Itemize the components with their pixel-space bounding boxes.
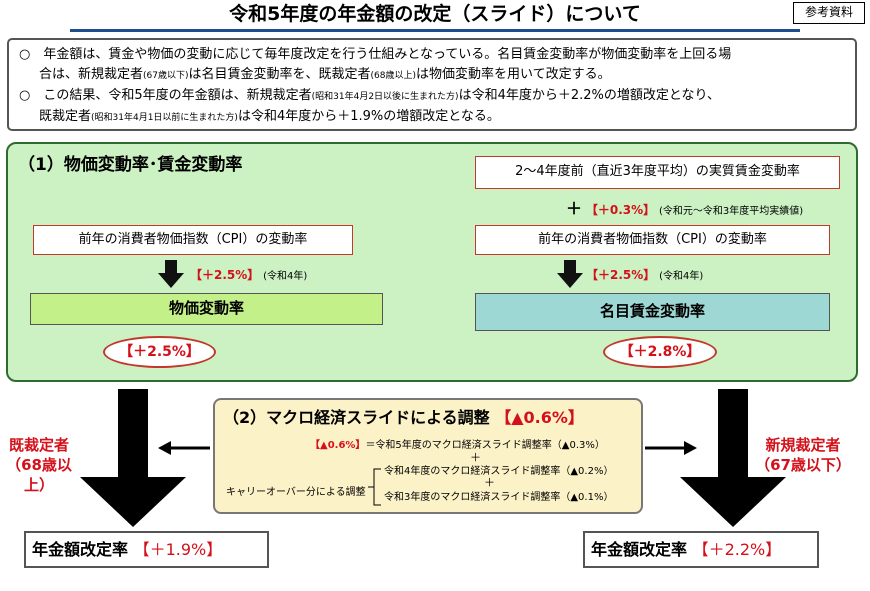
existing-result-label: 年金額改定率 xyxy=(32,540,129,559)
existing-label-1: 既裁定者 xyxy=(8,436,69,454)
real-wage-value: 【＋0.3%】 xyxy=(585,203,656,217)
new-result-value: 【＋2.2%】 xyxy=(692,540,782,559)
left-arrow-icon xyxy=(158,441,210,455)
existing-recipients-label: 既裁定者 （68歳以上） xyxy=(0,435,78,495)
page-title: 令和5年度の年金額の改定（スライド）について xyxy=(229,3,641,25)
new-label-2: （67歳以下） xyxy=(755,456,851,474)
intro-paragraph-1: ○ 年金額は、賃金や物価の変動に応じて毎年度改定を行う仕組みとなっている。名目賃… xyxy=(19,45,845,86)
existing-pension-revision-box: 年金額改定率 【＋1.9%】 xyxy=(24,531,269,568)
new-label-1: 新規裁定者 xyxy=(765,436,841,454)
plus-sign: ＋ xyxy=(566,199,583,218)
macro-total-value: 【▲0.6%】 xyxy=(310,440,366,451)
existing-result-value: 【＋1.9%】 xyxy=(133,540,223,559)
intro-note: (67歳以下) xyxy=(143,71,189,81)
down-arrow-icon xyxy=(158,260,184,288)
existing-label-2: （68歳以上） xyxy=(6,456,72,494)
intro-note: (68歳以上) xyxy=(370,71,416,81)
intro-note: (昭和31年4月1日以前に生まれた方) xyxy=(91,113,238,123)
bracket-icon xyxy=(368,468,381,506)
intro-text: は令和4年度から＋1.9%の増額改定となる。 xyxy=(237,109,500,124)
big-down-arrow-icon xyxy=(680,389,786,527)
intro-text: は物価変動率を用いて改定する。 xyxy=(416,67,611,82)
cpi-box-left: 前年の消費者物価指数（CPI）の変動率 xyxy=(33,225,353,255)
intro-text: は名目賃金変動率を、既裁定者 xyxy=(188,67,371,82)
cpi-box-right: 前年の消費者物価指数（CPI）の変動率 xyxy=(475,225,830,255)
macro-plus-2: ＋ xyxy=(484,476,495,489)
macro-title-text: （2）マクロ経済スライドによる調整 xyxy=(223,408,490,427)
cpi-right-value: 【＋2.5%】 xyxy=(586,268,656,282)
macro-line-1: 【▲0.6%】＝令和5年度のマクロ経済スライド調整率（▲0.3%） xyxy=(310,436,605,451)
reference-badge: 参考資料 xyxy=(793,2,865,24)
real-wage-row: ＋ 【＋0.3%】 (令和元～令和3年度平均実績値) xyxy=(566,195,803,219)
title-underline xyxy=(70,29,800,32)
macro-line-2: 令和4年度のマクロ経済スライド調整率（▲0.2%） xyxy=(384,466,614,477)
carryover-label: キャリーオーバー分による調整 xyxy=(226,487,366,498)
price-rate-result: 【＋2.5%】 xyxy=(103,336,216,368)
intro-box: ○ 年金額は、賃金や物価の変動に応じて毎年度改定を行う仕組みとなっている。名目賃… xyxy=(7,38,857,131)
big-down-arrow-icon xyxy=(80,389,186,527)
macro-line-3: 令和3年度のマクロ経済スライド調整率（▲0.1%） xyxy=(384,492,614,503)
new-result-label: 年金額改定率 xyxy=(591,540,688,559)
intro-text: ○ この結果、令和5年度の年金額は、新規裁定者 xyxy=(19,88,312,103)
new-pension-revision-box: 年金額改定率 【＋2.2%】 xyxy=(583,531,819,568)
cpi-right-note: (令和4年) xyxy=(659,271,704,282)
real-wage-note: (令和元～令和3年度平均実績値) xyxy=(658,206,804,217)
cpi-right-change: 【＋2.5%】 (令和4年) xyxy=(586,266,703,283)
real-wage-box: 2～4年度前（直近3年度平均）の実質賃金変動率 xyxy=(475,156,840,189)
section1-title: （1）物価変動率･賃金変動率 xyxy=(18,155,243,175)
new-recipients-label: 新規裁定者 （67歳以下） xyxy=(746,435,860,475)
macro-slide-title: （2）マクロ経済スライドによる調整 【▲0.6%】 xyxy=(223,404,584,428)
price-change-rate-bar: 物価変動率 xyxy=(30,293,383,325)
macro-title-value: 【▲0.6%】 xyxy=(495,408,584,427)
wage-rate-result: 【＋2.8%】 xyxy=(603,336,717,368)
macro-plus-1: ＋ xyxy=(470,451,481,464)
intro-paragraph-2: ○ この結果、令和5年度の年金額は、新規裁定者(昭和31年4月2日以後に生まれた… xyxy=(19,86,845,128)
intro-text: 合は、新規裁定者 xyxy=(39,67,144,82)
intro-note: (昭和31年4月2日以後に生まれた方) xyxy=(311,92,459,102)
intro-text: 既裁定者 xyxy=(39,109,92,124)
intro-text: ○ 年金額は、賃金や物価の変動に応じて毎年度改定を行う仕組みとなっている。名目賃… xyxy=(19,47,732,62)
cpi-left-change: 【＋2.5%】 (令和4年) xyxy=(190,266,307,283)
right-arrow-icon xyxy=(645,441,697,455)
cpi-left-value: 【＋2.5%】 xyxy=(190,268,260,282)
intro-text: は令和4年度から＋2.2%の増額改定となり、 xyxy=(458,88,720,103)
down-arrow-icon xyxy=(557,260,583,288)
nominal-wage-rate-bar: 名目賃金変動率 xyxy=(475,293,830,331)
macro-slide-box xyxy=(213,398,643,514)
cpi-left-note: (令和4年) xyxy=(263,271,308,282)
macro-line-1-text: ＝令和5年度のマクロ経済スライド調整率（▲0.3%） xyxy=(365,440,605,451)
